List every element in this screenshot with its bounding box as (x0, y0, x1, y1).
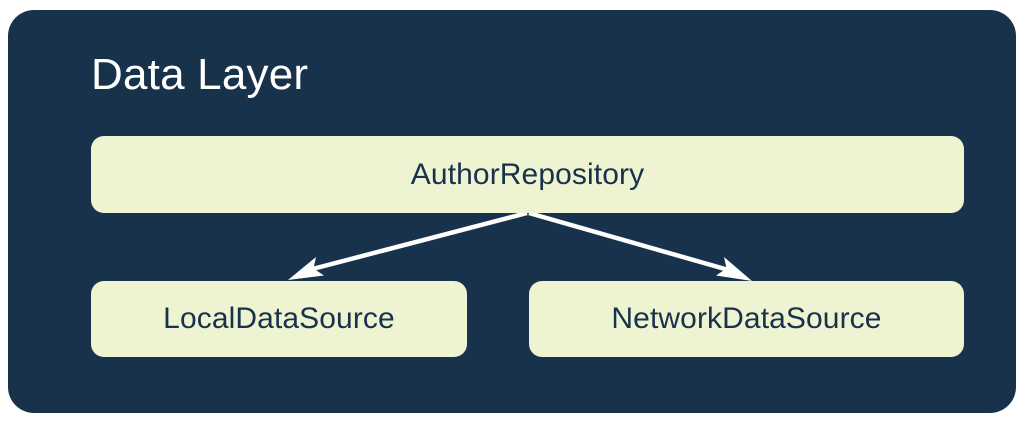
node-local-data-source[interactable]: LocalDataSource (91, 281, 467, 357)
page-title: Data Layer (91, 50, 309, 99)
node-network-data-source[interactable]: NetworkDataSource (529, 281, 964, 357)
node-network-data-source-label: NetworkDataSource (611, 302, 882, 335)
node-author-repository[interactable]: AuthorRepository (91, 136, 964, 213)
node-local-data-source-label: LocalDataSource (163, 302, 395, 335)
node-author-repository-label: AuthorRepository (410, 157, 645, 191)
